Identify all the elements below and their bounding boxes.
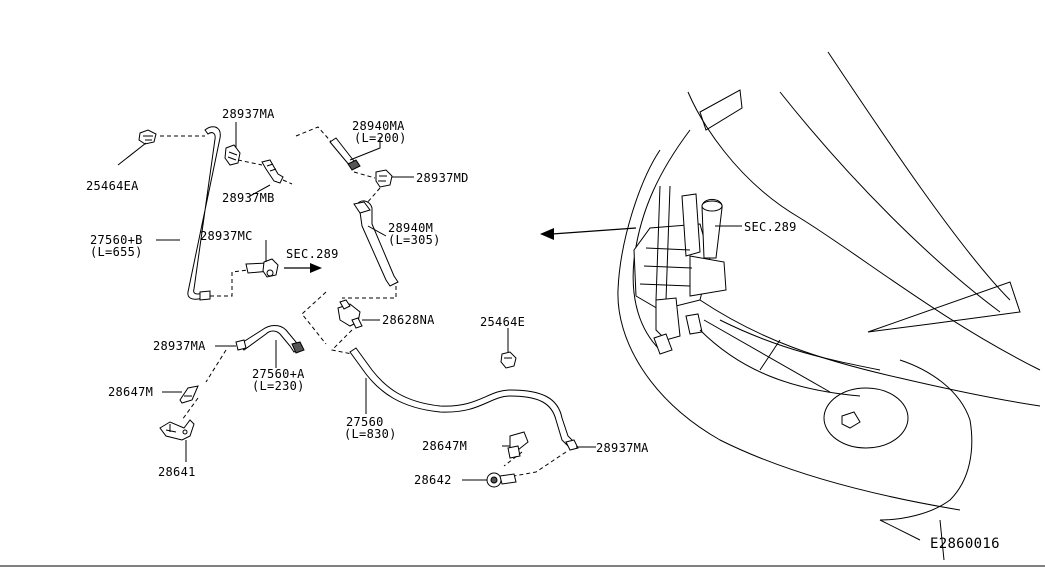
dash-28647M-28641 [181,397,199,421]
connector-28937MA-top[interactable] [224,144,241,166]
dash-28937MD-28940M [365,187,381,205]
hose-27560[interactable] [349,347,575,447]
dash-28937MB [282,179,293,185]
connector-28937MC[interactable] [245,258,279,278]
dash-27560A-28647M [205,349,227,383]
connector-28937MA-mid[interactable] [235,339,247,351]
arrow-right-head [310,263,322,273]
hose-27560B-end [199,290,211,301]
dash-28628NA-a [301,291,327,345]
label-28940MA: 28940MA [352,119,405,133]
label-27560B: 27560+B [90,233,143,247]
nozzle-28642[interactable] [486,472,517,488]
label-28937MA-bottom: 28937MA [596,441,649,455]
hose-27560B[interactable] [187,126,221,300]
vehicle-front-view [617,51,1041,561]
valve-28628NA[interactable] [337,299,363,329]
label-28940M-length: (L=305) [388,233,441,247]
hose-27560A[interactable] [239,325,301,353]
hose-28940M[interactable] [355,200,399,287]
connector-28937MD[interactable] [375,169,393,188]
dash-28940MA-MD [353,171,376,179]
connector-28937MA-bottom[interactable] [565,439,579,451]
leader-28940MA [349,137,381,161]
hose-28940MA-end [347,159,361,171]
connector-28937MB[interactable] [261,159,284,184]
diagram-code: E2860016 [930,536,1000,552]
dash-28937MA-MB [237,159,263,166]
label-27560A: 27560+A [252,367,305,381]
label-28937MB: 28937MB [222,191,275,205]
label-27560A-length: (L=230) [252,379,305,393]
clip-25464E[interactable] [500,351,517,369]
arrow-left-icon [551,227,637,235]
bracket-28647M-left[interactable] [179,385,199,404]
hose-27560A-end [291,341,305,354]
leader-28937MB [249,184,271,197]
label-28641: 28641 [158,465,196,479]
dash-28940MA-in [295,126,335,146]
label-sec289-left[interactable]: SEC.289 [286,247,339,261]
arrow-left-head [540,228,554,240]
label-28940M: 28940M [388,221,433,235]
label-27560B-length: (L=655) [90,245,143,259]
dash-28940M-out [342,286,397,299]
label-27560-length: (L=830) [344,427,397,441]
label-25464EA: 25464EA [86,179,139,193]
nozzle-28641[interactable] [159,419,195,441]
label-27560: 27560 [346,415,384,429]
label-28937MA-mid: 28937MA [153,339,206,353]
leader-25464EA [117,142,147,166]
label-28647M-bottom: 28647M [422,439,467,453]
label-25464E: 25464E [480,315,525,329]
label-28937MD: 28937MD [416,171,469,185]
label-28940MA-length: (L=200) [354,131,407,145]
label-28628NA: 28628NA [382,313,435,327]
bracket-28647M-bottom[interactable] [507,431,529,459]
label-28642: 28642 [414,473,452,487]
label-28937MA-top: 28937MA [222,107,275,121]
dash-27560B [210,269,249,297]
dash-28628NA-b [330,329,353,355]
label-28937MC: 28937MC [200,229,253,243]
label-sec289-right[interactable]: SEC.289 [744,220,797,234]
label-28647M-left: 28647M [108,385,153,399]
clip-25464EA[interactable] [138,129,157,145]
dash-28937MA-28642 [513,451,567,477]
leader-28940M [367,225,387,237]
dash-28647M-28642 [503,451,523,467]
hose-28940M-end [353,201,371,214]
